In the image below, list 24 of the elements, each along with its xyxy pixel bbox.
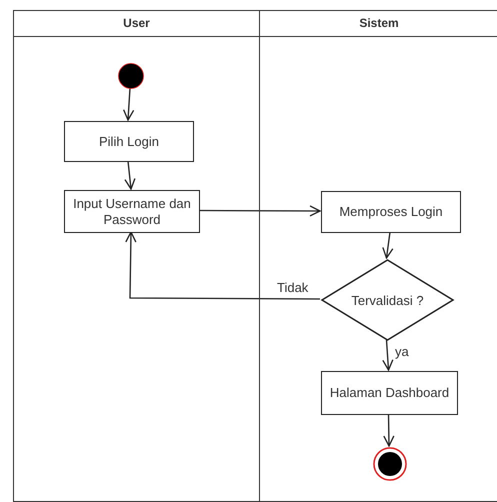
activity-box xyxy=(64,121,194,162)
arrow xyxy=(382,232,394,259)
activity-box xyxy=(64,190,200,233)
lane-title: Sistem xyxy=(358,16,400,30)
activity-text: Memproses Login xyxy=(339,204,443,220)
arrow xyxy=(125,231,320,300)
lane-title: User xyxy=(122,16,151,30)
activity-text: Pilih Login xyxy=(99,134,159,150)
activity-text: Halaman Dashboard xyxy=(330,385,450,401)
end-node xyxy=(373,447,407,481)
swimlane xyxy=(13,10,260,502)
activity-text: Input Username dan Password xyxy=(72,196,192,228)
decision-diamond xyxy=(321,259,454,341)
swimlane xyxy=(259,10,497,502)
activity-box xyxy=(321,191,461,233)
arrow xyxy=(122,88,134,121)
arrow xyxy=(199,205,321,217)
start-node xyxy=(118,63,144,89)
arrow xyxy=(383,414,394,447)
arrow xyxy=(124,160,136,190)
decision-text: Tervalidasi ? xyxy=(351,292,424,308)
edge-label: Tidak xyxy=(276,280,310,295)
arrow xyxy=(382,340,394,371)
activity-box xyxy=(321,371,458,415)
